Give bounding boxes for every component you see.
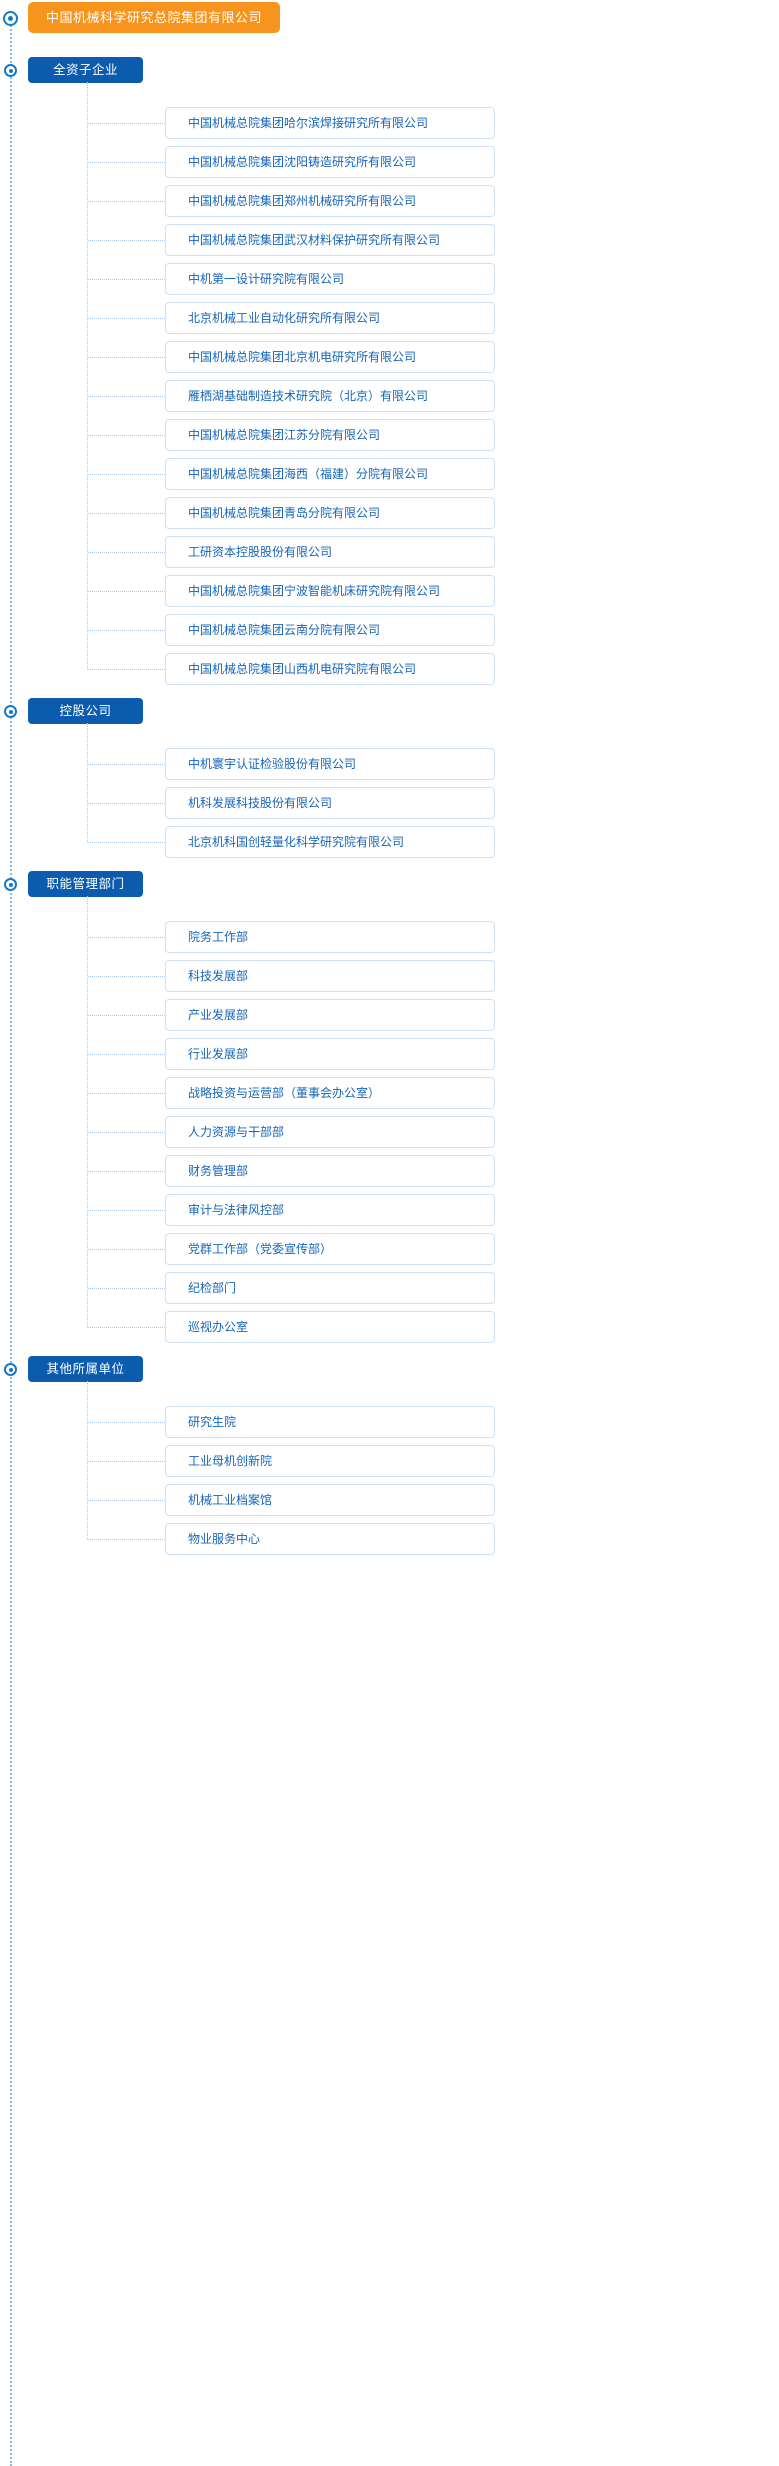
org-item[interactable]: 中国机械总院集团江苏分院有限公司 <box>165 419 495 451</box>
org-item[interactable]: 纪检部门 <box>165 1272 495 1304</box>
org-item[interactable]: 中国机械总院集团沈阳铸造研究所有限公司 <box>165 146 495 178</box>
section-item-list: 研究生院工业母机创新院机械工业档案馆物业服务中心 <box>0 1381 779 1559</box>
org-item[interactable]: 北京机科国创轻量化科学研究院有限公司 <box>165 826 495 858</box>
root-node[interactable]: 中国机械科学研究总院集团有限公司 <box>28 2 281 33</box>
org-item-row: 机科发展科技股份有限公司 <box>0 784 779 823</box>
section-item-list: 院务工作部科技发展部产业发展部行业发展部战略投资与运营部（董事会办公室） 人力资源… <box>0 896 779 1347</box>
section-header[interactable]: 全资子企业 <box>28 57 143 83</box>
org-item-row: 机械工业档案馆 <box>0 1481 779 1520</box>
org-item[interactable]: 机科发展科技股份有限公司 <box>165 787 495 819</box>
org-item[interactable]: 科技发展部 <box>165 960 495 992</box>
org-item-row: 中国机械总院集团海西（福建）分院有限公司 <box>0 455 779 494</box>
org-item[interactable]: 北京机械工业自动化研究所有限公司 <box>165 302 495 334</box>
org-item[interactable]: 雁栖湖基础制造技术研究院（北京）有限公司 <box>165 380 495 412</box>
org-tree: 全资子企业中国机械总院集团哈尔滨焊接研究所有限公司中国机械总院集团沈阳铸造研究所… <box>0 48 779 1559</box>
section-header-row: 控股公司 <box>0 689 779 745</box>
org-item[interactable]: 院务工作部 <box>165 921 495 953</box>
org-section: 控股公司中机寰宇认证检验股份有限公司机科发展科技股份有限公司北京机科国创轻量化科… <box>0 689 779 862</box>
section-header[interactable]: 控股公司 <box>28 698 143 724</box>
section-header[interactable]: 职能管理部门 <box>28 871 143 897</box>
org-item[interactable]: 物业服务中心 <box>165 1523 495 1555</box>
section-header-row: 职能管理部门 <box>0 862 779 918</box>
section-item-list: 中机寰宇认证检验股份有限公司机科发展科技股份有限公司北京机科国创轻量化科学研究院… <box>0 723 779 862</box>
org-item[interactable]: 中机第一设计研究院有限公司 <box>165 263 495 295</box>
org-item-row: 工业母机创新院 <box>0 1442 779 1481</box>
org-item-row: 纪检部门 <box>0 1269 779 1308</box>
org-item-row: 中国机械总院集团江苏分院有限公司 <box>0 416 779 455</box>
org-item-row: 中机寰宇认证检验股份有限公司 <box>0 745 779 784</box>
section-node-marker-icon <box>4 1363 17 1376</box>
org-item[interactable]: 巡视办公室 <box>165 1311 495 1343</box>
org-item[interactable]: 行业发展部 <box>165 1038 495 1070</box>
org-item[interactable]: 工业母机创新院 <box>165 1445 495 1477</box>
section-node-marker-icon <box>4 64 17 77</box>
org-item[interactable]: 中机寰宇认证检验股份有限公司 <box>165 748 495 780</box>
org-item-row: 中国机械总院集团郑州机械研究所有限公司 <box>0 182 779 221</box>
org-item-row: 中国机械总院集团宁波智能机床研究院有限公司 <box>0 572 779 611</box>
org-item[interactable]: 中国机械总院集团北京机电研究所有限公司 <box>165 341 495 373</box>
org-item[interactable]: 中国机械总院集团哈尔滨焊接研究所有限公司 <box>165 107 495 139</box>
org-item-row: 人力资源与干部部 <box>0 1113 779 1152</box>
org-item[interactable]: 中国机械总院集团云南分院有限公司 <box>165 614 495 646</box>
section-node-marker-icon <box>4 878 17 891</box>
org-item[interactable]: 党群工作部（党委宣传部） <box>165 1233 495 1265</box>
org-item-row: 中国机械总院集团沈阳铸造研究所有限公司 <box>0 143 779 182</box>
org-item-row: 产业发展部 <box>0 996 779 1035</box>
org-item-row: 雁栖湖基础制造技术研究院（北京）有限公司 <box>0 377 779 416</box>
section-node-marker-icon <box>4 705 17 718</box>
root-node-marker-icon <box>3 11 18 26</box>
org-item-row: 巡视办公室 <box>0 1308 779 1347</box>
org-item-row: 中国机械总院集团云南分院有限公司 <box>0 611 779 650</box>
org-item[interactable]: 人力资源与干部部 <box>165 1116 495 1148</box>
org-item-row: 中机第一设计研究院有限公司 <box>0 260 779 299</box>
root-row: 中国机械科学研究总院集团有限公司 <box>0 0 779 48</box>
org-item[interactable]: 中国机械总院集团青岛分院有限公司 <box>165 497 495 529</box>
org-item-row: 研究生院 <box>0 1403 779 1442</box>
org-item-row: 行业发展部 <box>0 1035 779 1074</box>
org-item-row: 中国机械总院集团北京机电研究所有限公司 <box>0 338 779 377</box>
main-vertical-connector <box>10 18 12 2466</box>
org-item[interactable]: 战略投资与运营部（董事会办公室） <box>165 1077 495 1109</box>
org-item[interactable]: 财务管理部 <box>165 1155 495 1187</box>
org-item-row: 中国机械总院集团山西机电研究院有限公司 <box>0 650 779 689</box>
org-item[interactable]: 产业发展部 <box>165 999 495 1031</box>
org-item-row: 北京机科国创轻量化科学研究院有限公司 <box>0 823 779 862</box>
org-item[interactable]: 中国机械总院集团武汉材料保护研究所有限公司 <box>165 224 495 256</box>
org-item[interactable]: 中国机械总院集团山西机电研究院有限公司 <box>165 653 495 685</box>
org-item[interactable]: 中国机械总院集团郑州机械研究所有限公司 <box>165 185 495 217</box>
section-header-row: 其他所属单位 <box>0 1347 779 1403</box>
section-header[interactable]: 其他所属单位 <box>28 1356 143 1382</box>
org-item[interactable]: 机械工业档案馆 <box>165 1484 495 1516</box>
org-section: 职能管理部门院务工作部科技发展部产业发展部行业发展部战略投资与运营部（董事会办公… <box>0 862 779 1347</box>
org-item[interactable]: 研究生院 <box>165 1406 495 1438</box>
org-item-row: 财务管理部 <box>0 1152 779 1191</box>
org-item-row: 党群工作部（党委宣传部） <box>0 1230 779 1269</box>
org-item[interactable]: 审计与法律风控部 <box>165 1194 495 1226</box>
org-item[interactable]: 中国机械总院集团海西（福建）分院有限公司 <box>165 458 495 490</box>
org-item-row: 物业服务中心 <box>0 1520 779 1559</box>
org-item[interactable]: 中国机械总院集团宁波智能机床研究院有限公司 <box>165 575 495 607</box>
org-item-row: 中国机械总院集团武汉材料保护研究所有限公司 <box>0 221 779 260</box>
org-section: 全资子企业中国机械总院集团哈尔滨焊接研究所有限公司中国机械总院集团沈阳铸造研究所… <box>0 48 779 689</box>
org-item-row: 工研资本控股股份有限公司 <box>0 533 779 572</box>
section-item-list: 中国机械总院集团哈尔滨焊接研究所有限公司中国机械总院集团沈阳铸造研究所有限公司中… <box>0 82 779 689</box>
org-item-row: 战略投资与运营部（董事会办公室） <box>0 1074 779 1113</box>
org-item-row: 院务工作部 <box>0 918 779 957</box>
org-item-row: 中国机械总院集团哈尔滨焊接研究所有限公司 <box>0 104 779 143</box>
org-item[interactable]: 工研资本控股股份有限公司 <box>165 536 495 568</box>
org-item-row: 中国机械总院集团青岛分院有限公司 <box>0 494 779 533</box>
org-item-row: 北京机械工业自动化研究所有限公司 <box>0 299 779 338</box>
org-item-row: 审计与法律风控部 <box>0 1191 779 1230</box>
org-item-row: 科技发展部 <box>0 957 779 996</box>
section-header-row: 全资子企业 <box>0 48 779 104</box>
org-section: 其他所属单位研究生院工业母机创新院机械工业档案馆物业服务中心 <box>0 1347 779 1559</box>
